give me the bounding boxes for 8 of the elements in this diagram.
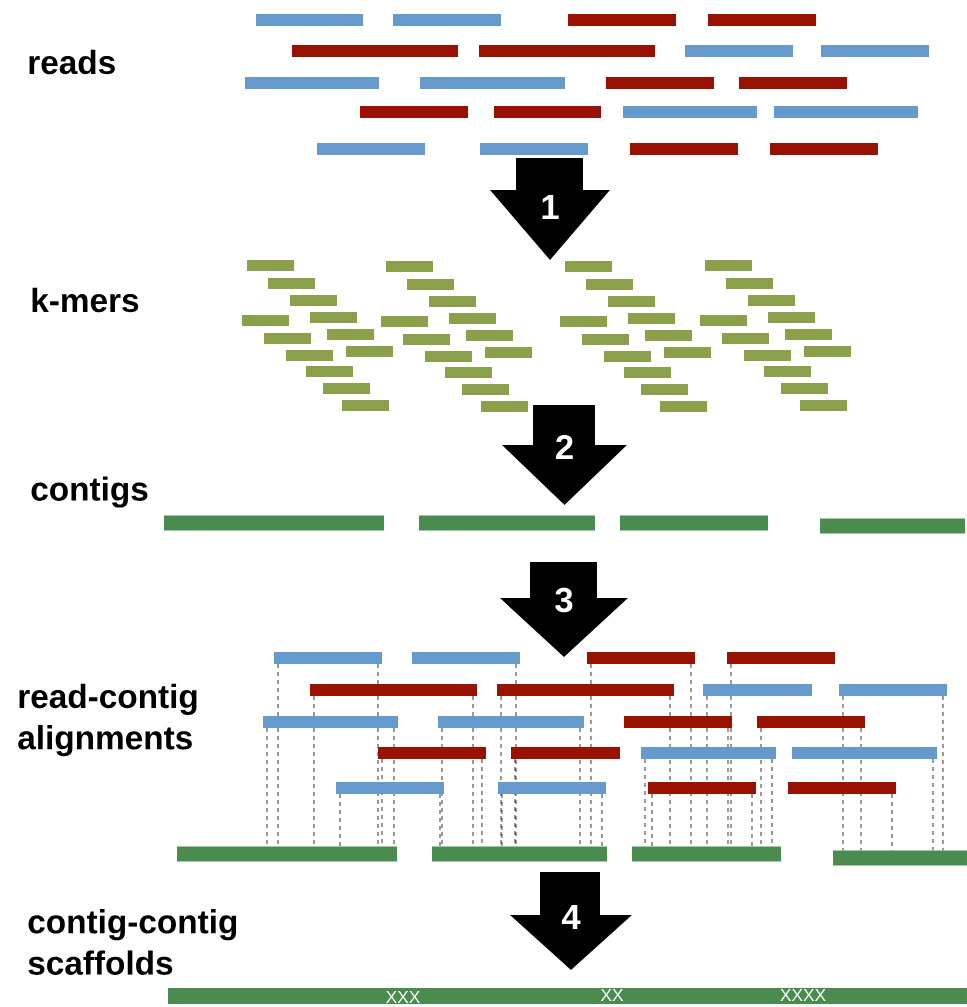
gap-label: XXXX <box>780 989 826 1001</box>
row-label: contig-contig scaffolds <box>28 909 237 975</box>
row-label: reads <box>29 49 115 75</box>
gap-label: XXX <box>386 991 420 1003</box>
row-label: read-contig alignments <box>18 683 197 757</box>
row-label: contigs <box>31 476 148 508</box>
row-label: k-mers <box>32 287 139 313</box>
gap-label: XX <box>600 989 624 1001</box>
